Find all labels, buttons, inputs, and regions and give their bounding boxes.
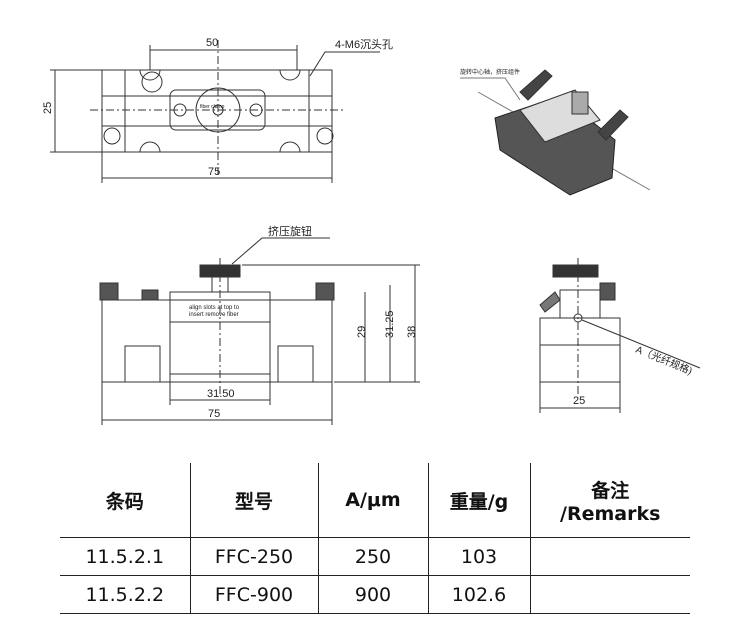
- dim-75-front: 75: [208, 408, 220, 420]
- slot-text-2: insert remove fiber: [189, 312, 239, 318]
- cell-a: 900: [317, 575, 428, 614]
- cell-barcode: 11.5.2.2: [60, 575, 190, 614]
- fiber-label: A（光纤规格): [634, 343, 695, 378]
- dim-75-top: 75: [208, 166, 220, 178]
- spec-table: 条码 型号 A/μm 重量/g 备注/Remarks 11.5.2.1 FFC-…: [60, 463, 690, 614]
- dim-25-side: 25: [573, 395, 585, 407]
- header-remarks-en: /Remarks: [560, 502, 661, 525]
- iso-callout: 旋转中心轴，挤压组件: [460, 68, 520, 76]
- dial-text: fiber clamp: [200, 104, 225, 110]
- slot-text-1: align slots at top to: [189, 305, 240, 311]
- isometric-view: [460, 69, 651, 196]
- header-barcode: 条码: [60, 463, 190, 538]
- table-row: 11.5.2.2 FFC-900 900 102.6: [60, 575, 690, 614]
- header-remarks: 备注/Remarks: [529, 463, 690, 538]
- front-view: [99, 237, 420, 425]
- dim-31-50: 31.50: [207, 388, 235, 400]
- cell-weight: 102.6: [427, 575, 530, 614]
- cell-remarks: [529, 575, 690, 614]
- cell-weight: 103: [427, 537, 530, 576]
- header-weight: 重量/g: [427, 463, 530, 538]
- cell-a: 250: [317, 537, 428, 576]
- header-a: A/μm: [317, 463, 428, 538]
- cell-remarks: [529, 537, 690, 576]
- hole-label: 4-M6沉头孔: [335, 38, 393, 51]
- dim-31-25: 31.25: [384, 310, 396, 338]
- dim-50: 50: [206, 37, 218, 49]
- dim-25: 25: [42, 102, 54, 114]
- top-view: [50, 40, 380, 183]
- table-header-row: 条码 型号 A/μm 重量/g 备注/Remarks: [60, 463, 690, 538]
- knob-label: 挤压旋钮: [268, 224, 312, 238]
- cell-barcode: 11.5.2.1: [60, 537, 190, 576]
- dim-29: 29: [356, 326, 368, 338]
- header-model: 型号: [189, 463, 318, 538]
- cell-model: FFC-250: [189, 537, 318, 576]
- table-row: 11.5.2.1 FFC-250 250 103: [60, 537, 690, 576]
- dim-38: 38: [406, 326, 418, 338]
- header-remarks-cn: 备注: [591, 479, 630, 502]
- technical-drawing: 50 4-M6沉头孔 25 75 fiber clamp 旋转中心轴，挤压组件 …: [42, 37, 701, 425]
- cell-model: FFC-900: [189, 575, 318, 614]
- side-view: [539, 258, 701, 413]
